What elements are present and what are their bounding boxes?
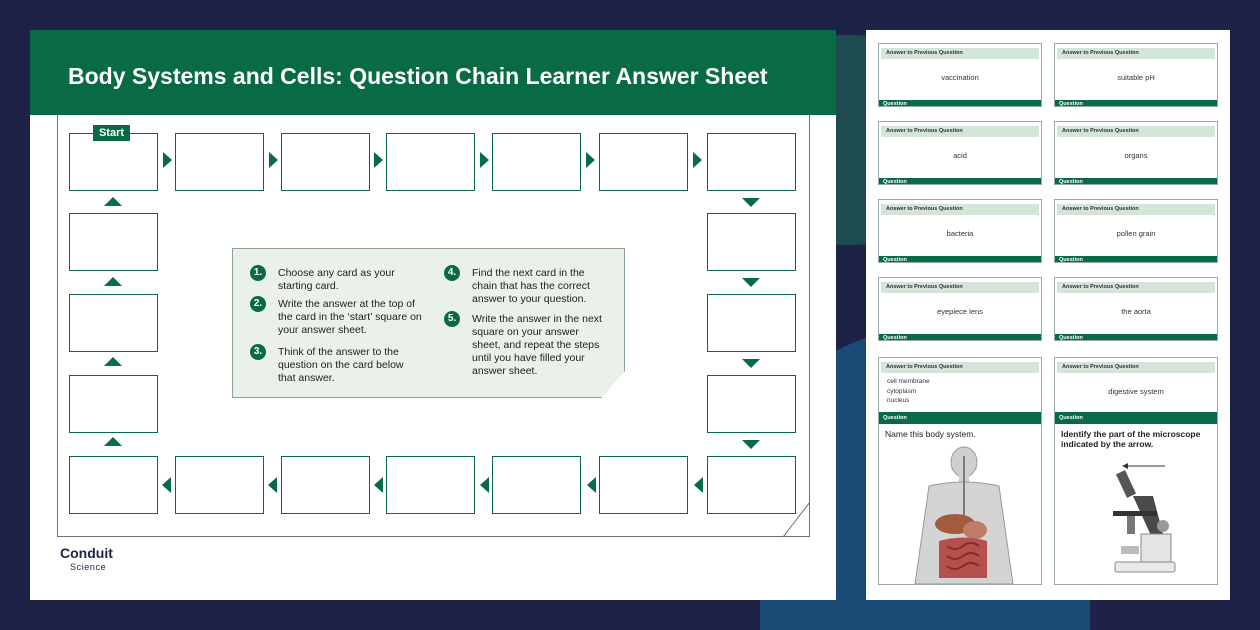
question-card: Answer to Previous Question the aorta Qu…	[1054, 277, 1218, 341]
instructions-panel: 1. Choose any card as your starting card…	[232, 248, 625, 398]
answer-box-3[interactable]	[281, 133, 370, 191]
arrow-left-icon	[587, 477, 596, 493]
question-cards-panel: Answer to Previous Question vaccination …	[866, 30, 1230, 600]
arrow-left-icon	[694, 477, 703, 493]
card-answer: bacteria	[946, 229, 974, 238]
answer-box-1[interactable]	[69, 133, 158, 191]
answer-box-10[interactable]	[707, 375, 796, 433]
arrow-down-icon	[742, 278, 760, 287]
answer-box-2[interactable]	[175, 133, 264, 191]
arrow-right-icon	[480, 152, 489, 168]
answer-box-16[interactable]	[175, 456, 264, 514]
arrow-left-icon	[162, 477, 171, 493]
card-answer: organs	[1124, 151, 1148, 160]
start-label: Start	[93, 125, 130, 141]
answer-box-11[interactable]	[707, 456, 796, 514]
question-card: Answer to Previous Question vaccination …	[878, 43, 1042, 107]
card-answer: pollen grain	[1116, 229, 1156, 238]
arrow-down-icon	[742, 359, 760, 368]
arrow-right-icon	[269, 152, 278, 168]
question-card: Answer to Previous Question pollen grain…	[1054, 199, 1218, 263]
microscope-illustration	[1113, 463, 1176, 573]
sheet-frame	[57, 115, 810, 537]
answer-box-17[interactable]	[69, 456, 158, 514]
answer-box-13[interactable]	[492, 456, 581, 514]
card-answer: the aorta	[1121, 307, 1151, 316]
arrow-right-icon	[374, 152, 383, 168]
logo: Conduit	[60, 545, 113, 561]
card-answer: digestive system	[1108, 387, 1164, 396]
arrow-up-icon	[104, 357, 122, 366]
arrow-right-icon	[163, 152, 172, 168]
arrow-right-icon	[693, 152, 702, 168]
cut-corner-line	[782, 502, 811, 538]
answer-box-9[interactable]	[707, 294, 796, 352]
logo-subtitle: Science	[70, 562, 107, 572]
arrow-down-icon	[742, 440, 760, 449]
answer-box-7[interactable]	[707, 133, 796, 191]
arrow-left-icon	[268, 477, 277, 493]
question-card-microscope: Answer to Previous Question digestive sy…	[1054, 357, 1218, 585]
arrow-down-icon	[742, 198, 760, 207]
arrow-left-icon	[374, 477, 383, 493]
answer-box-6[interactable]	[599, 133, 688, 191]
card-answer: vaccination	[941, 73, 979, 82]
answer-box-15[interactable]	[281, 456, 370, 514]
digestive-system-illustration	[914, 446, 1014, 584]
card-answer: eyepiece lens	[937, 307, 983, 316]
card-question-text: Name this body system.	[885, 429, 976, 439]
card-answer: acid	[953, 151, 967, 160]
answer-box-19[interactable]	[69, 294, 158, 352]
arrow-left-icon	[480, 477, 489, 493]
arrow-right-icon	[586, 152, 595, 168]
question-card: Answer to Previous Question suitable pH …	[1054, 43, 1218, 107]
answer-box-18[interactable]	[69, 375, 158, 433]
answer-box-12[interactable]	[599, 456, 688, 514]
question-card: Answer to Previous Question bacteria Que…	[878, 199, 1042, 263]
question-card: Answer to Previous Question organs Quest…	[1054, 121, 1218, 185]
answer-box-5[interactable]	[492, 133, 581, 191]
answer-box-20[interactable]	[69, 213, 158, 271]
card-answer-list: cell membrane cytoplasm nucleus	[887, 378, 930, 404]
arrow-up-icon	[104, 277, 122, 286]
question-card: Answer to Previous Question acid Questio…	[878, 121, 1042, 185]
question-card: Answer to Previous Question eyepiece len…	[878, 277, 1042, 341]
answer-sheet: Body Systems and Cells: Question Chain L…	[30, 30, 836, 600]
card-answer: suitable pH	[1117, 73, 1155, 82]
answer-box-8[interactable]	[707, 213, 796, 271]
answer-box-14[interactable]	[386, 456, 475, 514]
arrow-up-icon	[104, 197, 122, 206]
question-card-body-system: Answer to Previous Question cell membran…	[878, 357, 1042, 585]
answer-box-4[interactable]	[386, 133, 475, 191]
card-question-text: Identify the part of the microscope indi…	[1061, 429, 1201, 449]
arrow-up-icon	[104, 437, 122, 446]
sheet-title: Body Systems and Cells: Question Chain L…	[30, 30, 836, 115]
